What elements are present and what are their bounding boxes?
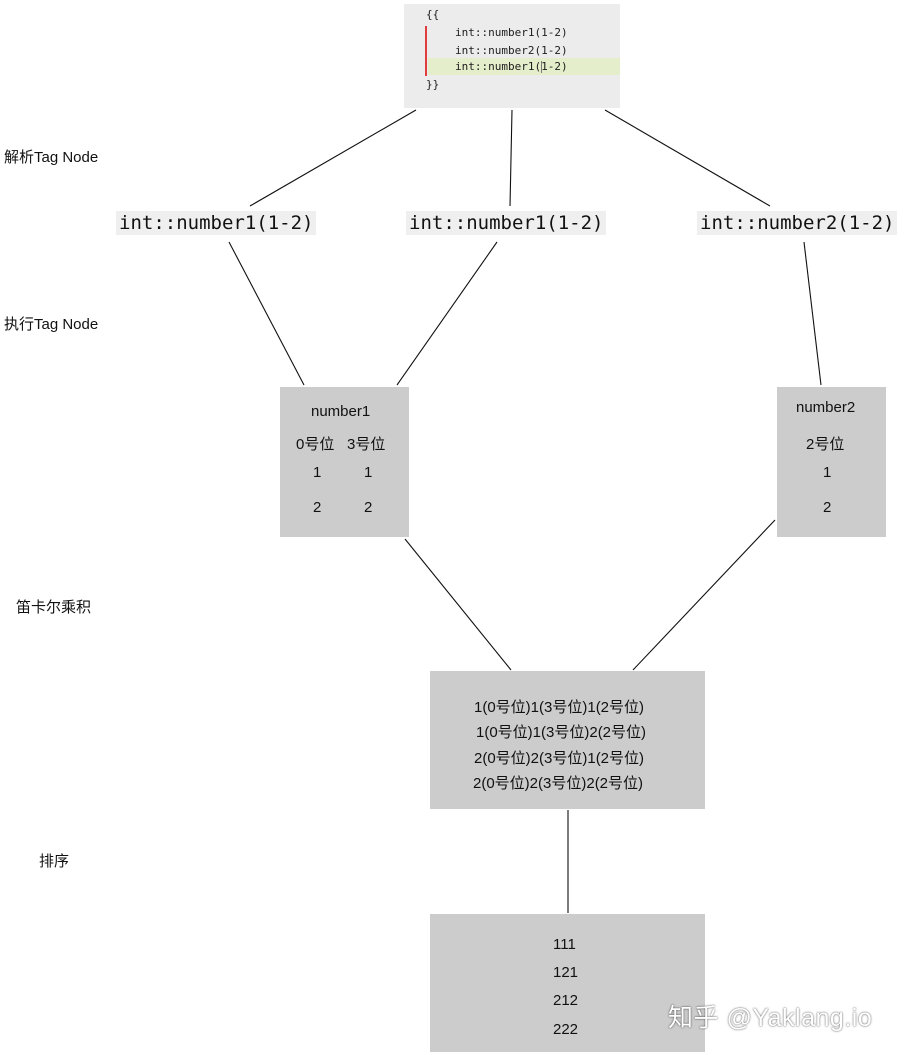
edge-tag2-to-number1 (396, 241, 498, 386)
number2-col-header: 2号位 (806, 436, 845, 453)
edge-number1-to-product (404, 538, 512, 671)
sorted-line: 212 (553, 992, 579, 1009)
stage-label-cartesian: 笛卡尔乘积 (16, 599, 92, 616)
change-gutter-marker (425, 26, 427, 76)
number1-title: number1 (311, 403, 371, 420)
watermark: 知乎 @Yaklang.io (668, 1004, 873, 1032)
code-open-brace: {{ (426, 8, 440, 21)
number1-cell: 2 (364, 499, 373, 516)
code-snippet: {{ int::number1(1-2) int::number2(1-2) i… (404, 4, 620, 108)
number2-cell: 1 (823, 464, 832, 481)
tag-node-2: int::number1(1-2) (406, 211, 607, 235)
edge-number2-to-product (632, 519, 776, 671)
sorted-line: 121 (553, 964, 579, 981)
code-line-3: int::number1(1-2) (455, 60, 568, 73)
number1-col-b-header: 3号位 (347, 436, 386, 453)
sorted-result-box: 111 121 212 222 (430, 914, 705, 1052)
edge-code-to-tag2 (509, 109, 513, 207)
code-close-brace: }} (426, 78, 440, 91)
sorted-line: 222 (553, 1021, 579, 1038)
edge-code-to-tag1 (249, 109, 417, 207)
number1-col-a-header: 0号位 (296, 436, 335, 453)
number2-cell: 2 (823, 499, 832, 516)
edge-tag3-to-number2 (803, 241, 822, 386)
number2-result-box: number2 2号位 1 2 (777, 387, 886, 537)
text-cursor (541, 61, 542, 73)
edge-tag1-to-number1 (228, 241, 305, 386)
edge-code-to-tag3 (604, 109, 771, 207)
number2-title: number2 (796, 399, 856, 416)
tag-node-3: int::number2(1-2) (697, 211, 898, 235)
stage-label-execute: 执行Tag Node (4, 316, 99, 333)
code-line-2: int::number2(1-2) (455, 44, 568, 57)
product-line: 1(0号位)1(3号位)1(2号位) (474, 699, 645, 716)
tag-node-1: int::number1(1-2) (116, 211, 317, 235)
product-line: 2(0号位)2(3号位)2(2号位) (473, 775, 644, 792)
sorted-line: 111 (553, 936, 576, 953)
stage-label-sort: 排序 (39, 853, 70, 870)
highlighted-line (428, 58, 620, 75)
code-line-1: int::number1(1-2) (455, 26, 568, 39)
stage-label-parse: 解析Tag Node (4, 149, 99, 166)
number1-cell: 2 (313, 499, 322, 516)
cartesian-product-box: 1(0号位)1(3号位)1(2号位) 1(0号位)1(3号位)2(2号位) 2(… (430, 671, 705, 809)
number1-cell: 1 (313, 464, 322, 481)
product-line: 2(0号位)2(3号位)1(2号位) (474, 750, 645, 767)
product-line: 1(0号位)1(3号位)2(2号位) (476, 724, 647, 741)
number1-cell: 1 (364, 464, 373, 481)
number1-result-box: number1 0号位 3号位 1 1 2 2 (280, 387, 409, 537)
